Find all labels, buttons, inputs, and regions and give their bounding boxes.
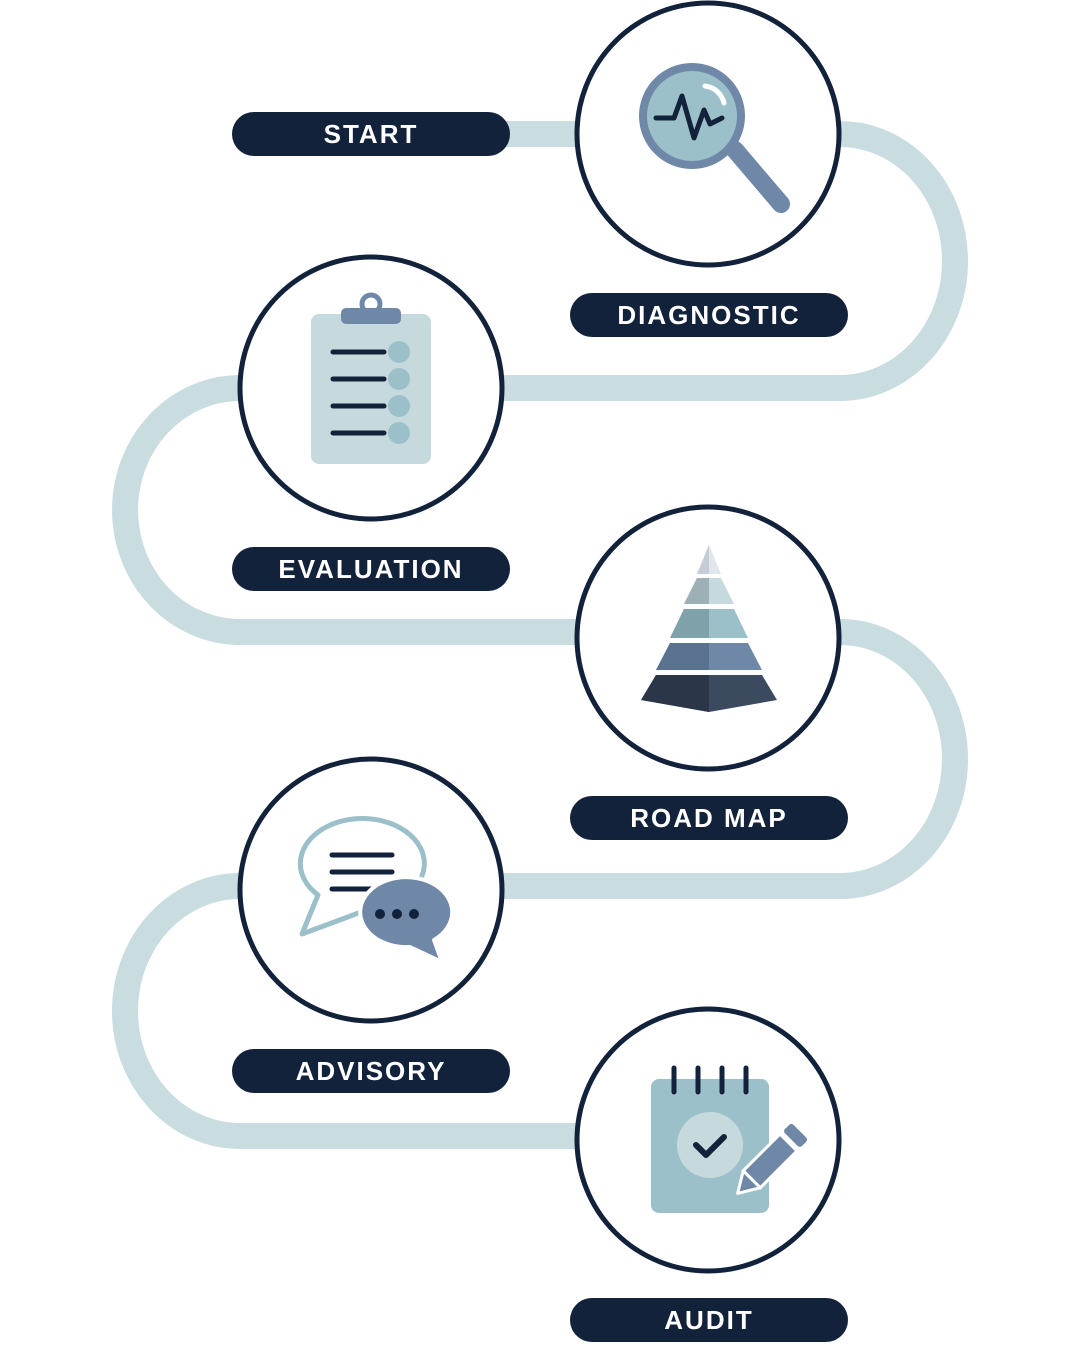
step-road-map: ROAD MAP xyxy=(570,504,848,840)
clipboard-checklist-icon xyxy=(311,292,431,464)
start-label: START xyxy=(324,119,419,149)
magnifier-heartbeat-icon xyxy=(639,63,790,213)
audit-label: AUDIT xyxy=(664,1305,753,1335)
pyramid-icon xyxy=(641,545,777,712)
notepad-check-icon xyxy=(651,1065,808,1213)
step-evaluation: EVALUATION xyxy=(232,254,510,591)
step-advisory: ADVISORY xyxy=(232,756,510,1093)
road-map-label: ROAD MAP xyxy=(630,803,788,833)
chat-bubbles-icon xyxy=(297,816,455,964)
diagnostic-label: DIAGNOSTIC xyxy=(617,300,800,330)
start-pill: START xyxy=(232,112,510,156)
step-diagnostic: DIAGNOSTIC xyxy=(570,0,848,337)
evaluation-label: EVALUATION xyxy=(278,554,463,584)
step-audit: AUDIT xyxy=(570,1006,848,1342)
advisory-label: ADVISORY xyxy=(296,1056,447,1086)
